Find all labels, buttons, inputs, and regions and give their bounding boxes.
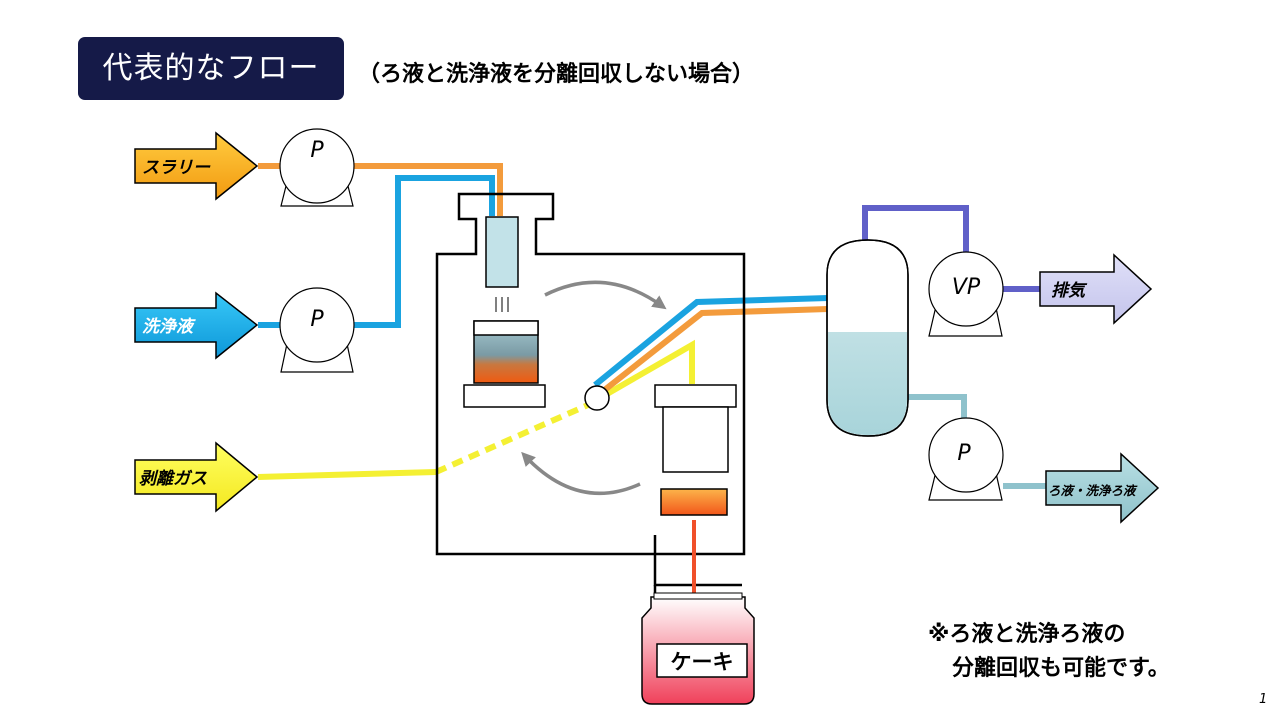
- filtrate-pump-label: P: [957, 441, 971, 466]
- gas-label: 剥離ガス: [139, 469, 207, 489]
- gas-input-arrow: 剥離ガス: [134, 441, 259, 513]
- cake-label-box: [656, 643, 748, 678]
- filtrate-label: ろ液・洗浄ろ液: [1048, 483, 1138, 498]
- wash-input-arrow: 洗浄液: [134, 291, 259, 360]
- filter-cup-rim: [473, 320, 539, 336]
- filter-plate-2: [654, 384, 737, 408]
- filtrate-output-arrow: ろ液・洗浄ろ液: [1045, 452, 1160, 524]
- filtrate-line: [906, 394, 967, 422]
- exhaust-output-arrow: 排気: [1039, 253, 1153, 325]
- vacuum-pump-label: VP: [952, 275, 981, 300]
- slurry-discharge-line: [600, 306, 829, 395]
- wash-pump-label: P: [310, 307, 324, 332]
- vacuum-pump: VP: [928, 251, 1004, 337]
- rotation-arrow-bottom: [521, 451, 641, 496]
- receiver-tank: [826, 239, 909, 437]
- wash-pump: P: [279, 287, 355, 373]
- page-title: 代表的なフロー: [78, 37, 344, 100]
- wash-label: 洗浄液: [142, 317, 196, 337]
- slurry-pump: P: [279, 128, 355, 207]
- filtrate-pump: P: [928, 417, 1004, 501]
- cake-label: ケーキ: [671, 650, 734, 674]
- filter-plate-1: [463, 384, 546, 408]
- wash-discharge-line: [593, 295, 829, 388]
- note-text: ※ろ液と洗浄ろ液の 分離回収も可能です。: [928, 618, 1170, 686]
- slurry-pump-label: P: [310, 138, 324, 163]
- page-subtitle: （ろ液と洗浄液を分離回収しない場合）: [358, 62, 755, 87]
- slurry-label: スラリー: [142, 158, 211, 178]
- note-line-1: ※ろ液と洗浄ろ液の: [928, 622, 1126, 647]
- exhaust-line: [862, 205, 969, 258]
- spray-jets: [495, 297, 509, 312]
- filter-vessel: [435, 192, 746, 556]
- wash-line: [258, 175, 495, 328]
- rotation-arrow-top: [544, 280, 667, 310]
- exhaust-label: 排気: [1051, 281, 1088, 301]
- note-line-2: 分離回収も可能です。: [952, 656, 1170, 681]
- cake-block: [660, 488, 728, 516]
- rotary-pivot: [584, 385, 610, 411]
- slurry-input-arrow: スラリー: [134, 131, 259, 201]
- page-number: 1: [1259, 692, 1268, 707]
- slurry-line: [258, 163, 503, 216]
- spray-nozzle: [485, 216, 519, 288]
- vessel-outlet: [653, 535, 742, 595]
- filter-cup-empty: [662, 406, 729, 473]
- gas-line: [257, 339, 695, 480]
